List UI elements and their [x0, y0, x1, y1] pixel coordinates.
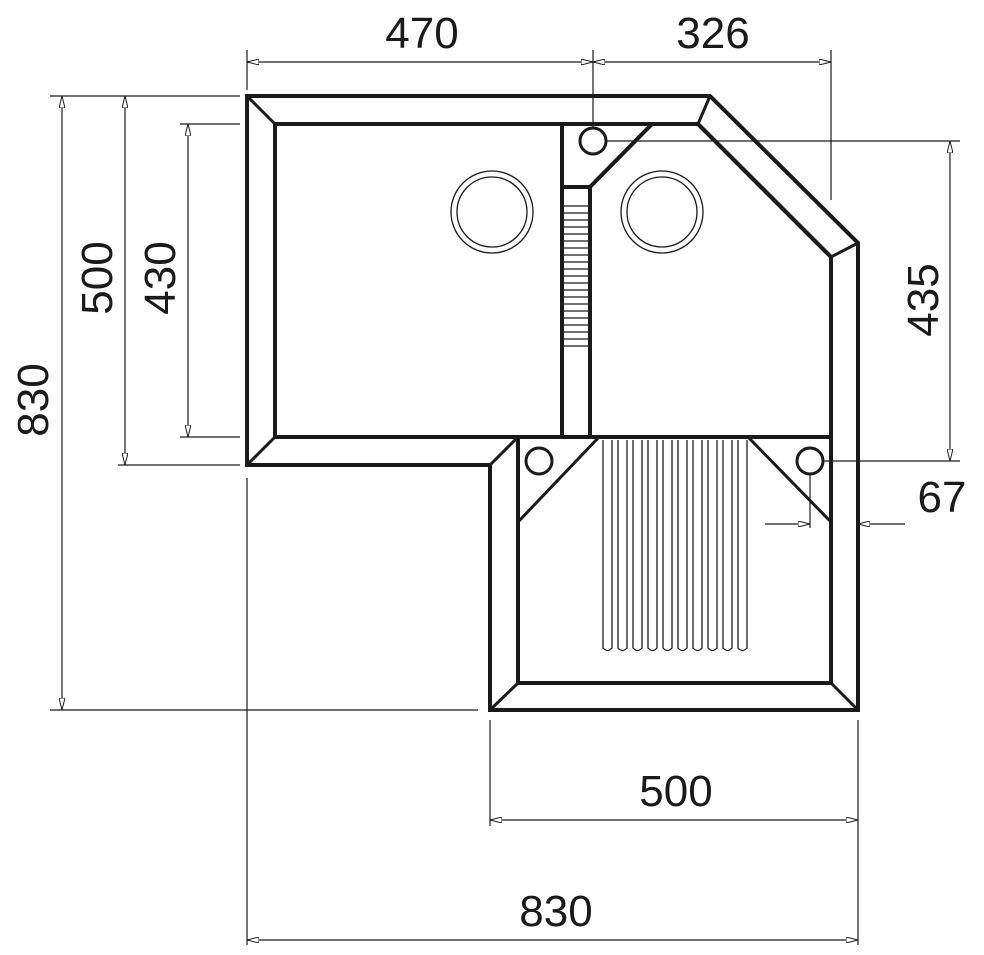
tap-hole-right [795, 446, 825, 476]
dim-left-wing-height: 500 [73, 241, 122, 314]
dim-overall-height: 830 [9, 363, 58, 436]
sink-outer-outline [245, 94, 860, 712]
dim-top-left-width: 470 [385, 9, 458, 58]
drainer-groove [692, 440, 703, 652]
drainer-groove [737, 440, 748, 652]
tap-hole-left [524, 446, 554, 476]
drainer-groove [662, 440, 673, 652]
drainer-groove [617, 440, 628, 652]
dim-tap-hole-offset: 67 [918, 473, 967, 522]
overflow-ladder [564, 205, 588, 347]
right-bowl [588, 122, 833, 439]
divider-strip [560, 124, 590, 437]
rim-miter-lines [245, 94, 860, 712]
drainer-groove [707, 440, 718, 652]
dim-right-bowl-height: 435 [899, 263, 948, 336]
dim-overall-width: 830 [519, 887, 592, 936]
drainer-groove [677, 440, 688, 652]
drainer-groove [722, 440, 733, 652]
dimension-lines [50, 50, 960, 945]
sink-body [245, 94, 860, 712]
drainer-groove [632, 440, 643, 652]
drainer-groove [647, 440, 658, 652]
tap-hole-top [578, 126, 608, 156]
drainer-grooves [602, 440, 748, 652]
right-drain [620, 170, 704, 254]
drainer-board [516, 435, 833, 652]
dim-top-right-width: 326 [676, 9, 749, 58]
drainer-groove [602, 440, 613, 652]
dim-left-bowl-height: 430 [136, 241, 185, 314]
left-bowl [273, 122, 564, 439]
dimension-labels: 470 326 830 500 430 435 67 500 830 [9, 9, 966, 936]
left-drain [450, 170, 534, 254]
dim-drainer-width: 500 [639, 767, 712, 816]
